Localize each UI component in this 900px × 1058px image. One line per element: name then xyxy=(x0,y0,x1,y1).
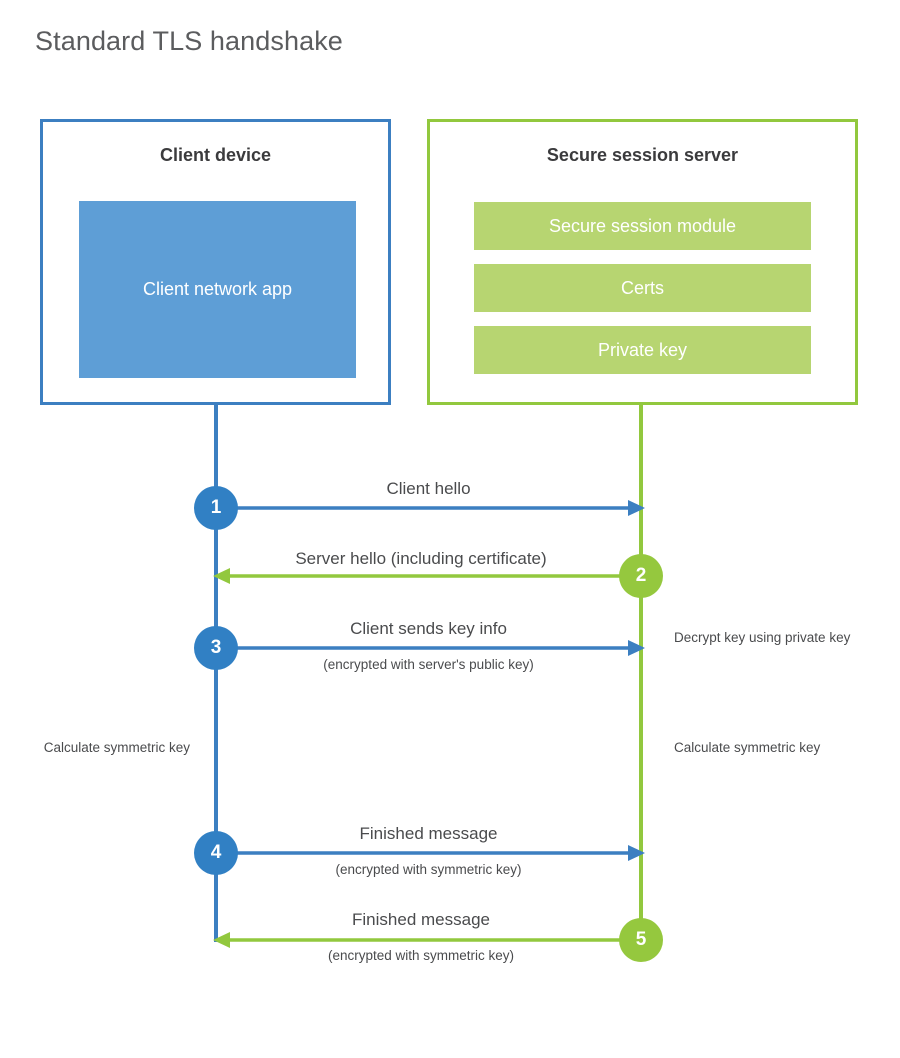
arrow-step-4 xyxy=(216,845,645,861)
message-label-step-1: Client hello xyxy=(386,479,471,498)
step-circle-4[interactable]: 4 xyxy=(194,831,238,875)
step-circle-3[interactable]: 3 xyxy=(194,626,238,670)
server-component-certs: Certs xyxy=(474,264,811,312)
step-circle-2[interactable]: 2 xyxy=(619,554,663,598)
message-sublabel-step-3: (encrypted with server's public key) xyxy=(323,657,534,672)
arrow-step-3 xyxy=(216,640,645,656)
secure-session-server-box: Secure session server Secure session mod… xyxy=(427,119,858,405)
client-device-box: Client device Client network app xyxy=(40,119,391,405)
message-label-step-4: Finished message xyxy=(359,824,498,843)
step-circle-5[interactable]: 5 xyxy=(619,918,663,962)
arrow-step-5 xyxy=(213,932,641,948)
secure-session-server-title: Secure session server xyxy=(546,145,739,165)
server-lifeline xyxy=(639,405,643,942)
message-label-step-3: Client sends key info xyxy=(350,619,507,638)
message-label-step-5: Finished message xyxy=(352,910,490,929)
page-title: Standard TLS handshake xyxy=(35,26,343,56)
arrow-step-1 xyxy=(216,500,645,516)
message-sublabel-step-4: (encrypted with symmetric key) xyxy=(335,862,522,877)
note-server-decrypt-key: Decrypt key using private key xyxy=(674,630,851,645)
client-network-app-block: Client network app xyxy=(79,201,356,378)
arrow-step-2 xyxy=(213,568,641,584)
server-component-private-key: Private key xyxy=(474,326,811,374)
step-circle-1[interactable]: 1 xyxy=(194,486,238,530)
message-sublabel-step-5: (encrypted with symmetric key) xyxy=(327,948,515,963)
client-lifeline xyxy=(214,405,218,942)
note-server-calculate-symmetric-key: Calculate symmetric key xyxy=(674,740,821,755)
client-device-title: Client device xyxy=(159,145,272,165)
server-component-secure-session-module: Secure session module xyxy=(474,202,811,250)
message-label-step-2: Server hello (including certificate) xyxy=(295,549,547,568)
note-client-calculate-symmetric-key: Calculate symmetric key xyxy=(43,740,190,755)
